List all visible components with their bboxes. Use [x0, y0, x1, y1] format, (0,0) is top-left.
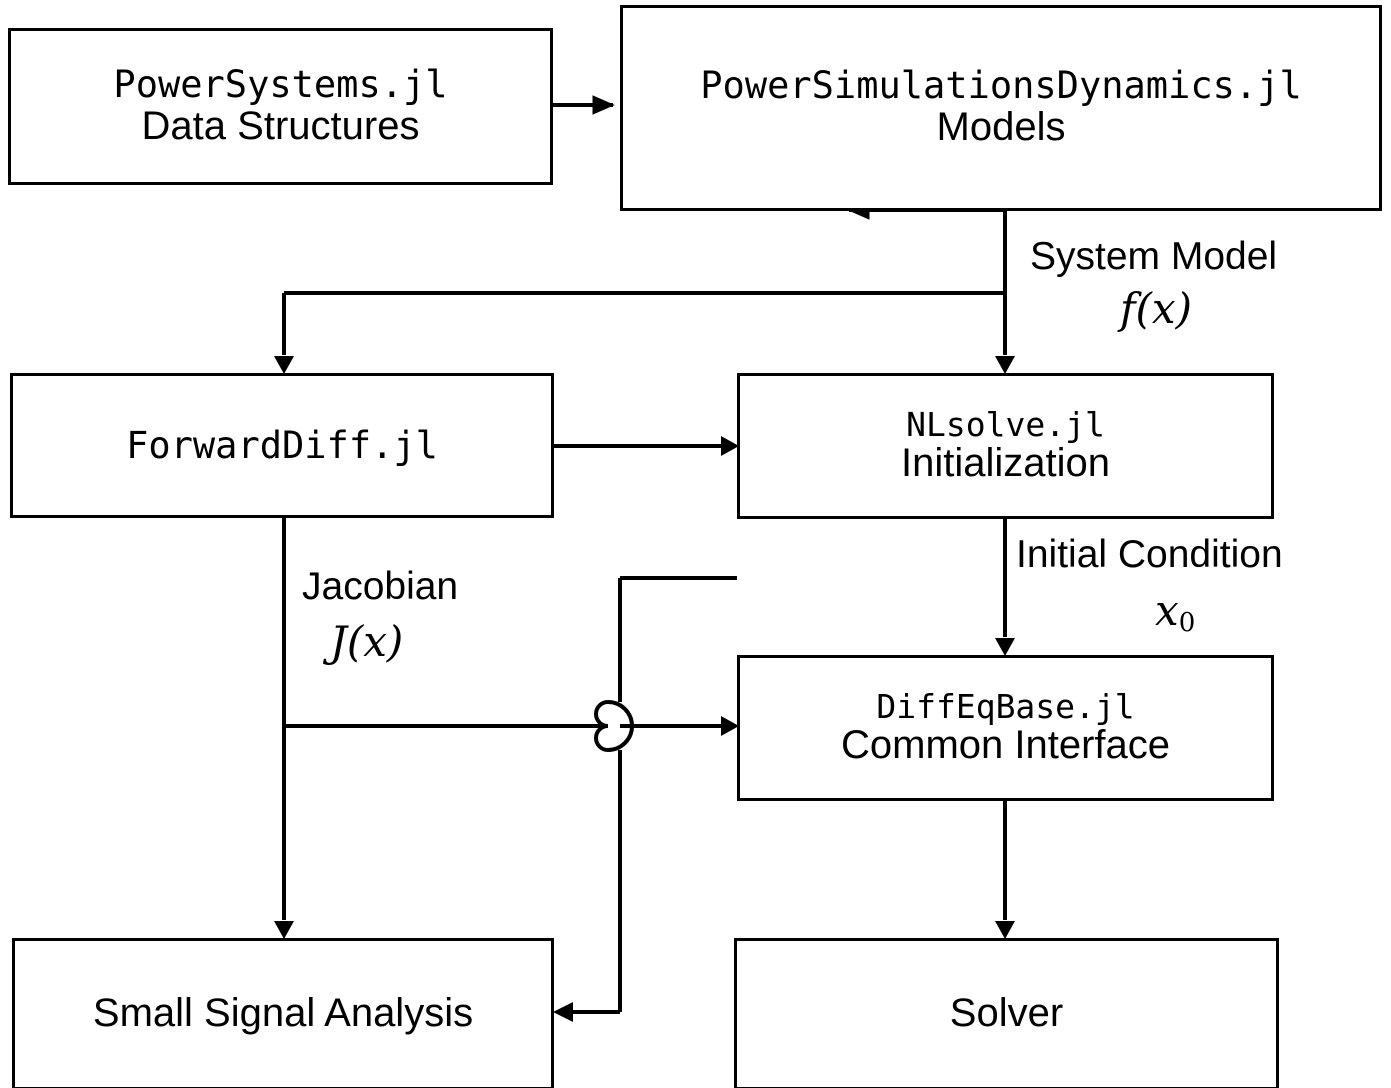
node-solver[interactable]: Solver	[734, 938, 1279, 1088]
node-powersystems[interactable]: PowerSystems.jl Data Structures	[8, 28, 553, 185]
edge-math-initial-condition-sub: 0	[1178, 607, 1196, 638]
node-forwarddiff-title: ForwardDiff.jl	[126, 423, 438, 467]
node-powersystems-title: PowerSystems.jl	[113, 62, 448, 106]
edge-math-system-model: f(x)	[1120, 284, 1193, 333]
node-forwarddiff[interactable]: ForwardDiff.jl	[10, 373, 554, 518]
node-small-signal-analysis[interactable]: Small Signal Analysis	[12, 938, 554, 1088]
node-powersimulationsdynamics-title: PowerSimulationsDynamics.jl	[700, 64, 1302, 108]
node-nlsolve-title: NLsolve.jl	[906, 404, 1105, 444]
edge-forwarddiff-to-small-signal	[274, 517, 294, 939]
node-powersimulationsdynamics[interactable]: PowerSimulationsDynamics.jl Models	[620, 5, 1382, 211]
node-powersystems-subtitle: Data Structures	[141, 103, 420, 148]
edge-nlsolve-to-diffeqbase	[995, 518, 1015, 656]
node-small-signal-analysis-label: Small Signal Analysis	[92, 991, 474, 1036]
edge-jacobian-to-diffeqbase	[284, 699, 739, 753]
node-nlsolve[interactable]: NLsolve.jl Initialization	[737, 373, 1274, 519]
node-solver-label: Solver	[949, 991, 1064, 1036]
edge-forwarddiff-to-nlsolve	[553, 436, 739, 456]
edge-diffeqbase-to-solver	[995, 800, 1015, 939]
node-diffeqbase[interactable]: DiffEqBase.jl Common Interface	[737, 655, 1274, 801]
edge-label-system-model: System Model	[1030, 235, 1278, 278]
node-powersimulationsdynamics-subtitle: Models	[936, 105, 1066, 150]
edge-label-initial-condition: Initial Condition	[1016, 533, 1283, 576]
node-diffeqbase-title: DiffEqBase.jl	[876, 686, 1135, 726]
edge-label-jacobian: Jacobian	[302, 565, 459, 608]
edge-math-initial-condition-var: x	[1155, 586, 1179, 635]
edge-psd-to-nlsolve-and-forwarddiff	[274, 200, 1015, 374]
edge-math-jacobian: J(x)	[330, 617, 404, 666]
node-nlsolve-subtitle: Initialization	[900, 441, 1110, 486]
edge-diffeqbase-to-small-signal	[553, 576, 737, 1022]
edge-math-initial-condition: x0	[1155, 586, 1196, 638]
node-diffeqbase-subtitle: Common Interface	[840, 723, 1171, 768]
